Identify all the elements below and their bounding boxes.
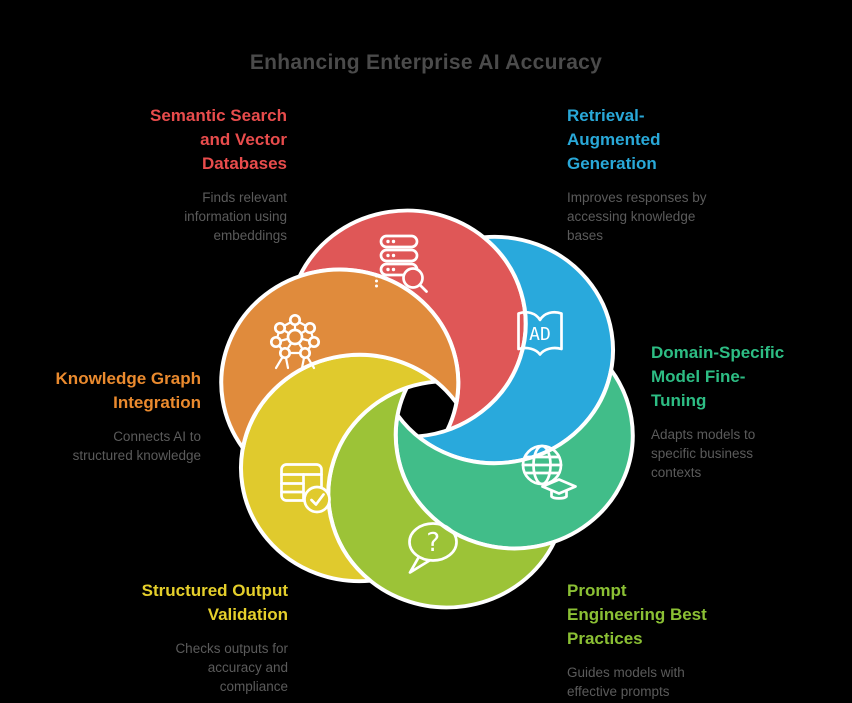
table-check-icon — [280, 463, 331, 514]
section-description: Checks outputs for accuracy and complian… — [175, 641, 288, 694]
database-search-icon — [375, 234, 428, 293]
section-domain-specific-fine-tuning: Domain-Specific Model Fine- Tuning Adapt… — [651, 341, 836, 482]
section-heading: Domain-Specific Model Fine- Tuning — [651, 343, 785, 410]
section-semantic-search: Semantic Search and Vector Databases Fin… — [92, 104, 287, 245]
section-description: Improves responses by accessing knowledg… — [567, 190, 707, 243]
page-title: Enhancing Enterprise AI Accuracy — [249, 51, 603, 74]
bubble-label: ? — [425, 528, 441, 558]
section-heading: Knowledge Graph Integration — [55, 369, 201, 412]
section-retrieval-augmented-generation: Retrieval- Augmented Generation Improves… — [567, 104, 762, 245]
question-bubble-icon: ? — [408, 522, 458, 574]
section-heading: Retrieval- Augmented Generation — [567, 106, 661, 173]
globe-graduation-icon — [521, 444, 577, 500]
petal-knowledge-graph-integration — [219, 267, 461, 450]
section-prompt-engineering: Prompt Engineering Best Practices Guides… — [567, 579, 762, 701]
section-heading: Structured Output Validation — [141, 581, 288, 624]
section-structured-output-validation: Structured Output Validation Checks outp… — [73, 579, 288, 696]
section-description: Guides models with effective prompts — [567, 665, 685, 699]
section-description: Connects AI to structured knowledge — [72, 429, 201, 463]
open-book-ad-icon: AD — [517, 310, 563, 356]
section-heading: Prompt Engineering Best Practices — [567, 581, 707, 648]
section-description: Adapts models to specific business conte… — [651, 427, 756, 480]
book-label: AD — [529, 324, 551, 345]
section-description: Finds relevant information using embeddi… — [184, 190, 287, 243]
section-knowledge-graph-integration: Knowledge Graph Integration Connects AI … — [6, 367, 201, 465]
section-heading: Semantic Search and Vector Databases — [149, 106, 287, 173]
network-graph-icon — [269, 313, 321, 370]
